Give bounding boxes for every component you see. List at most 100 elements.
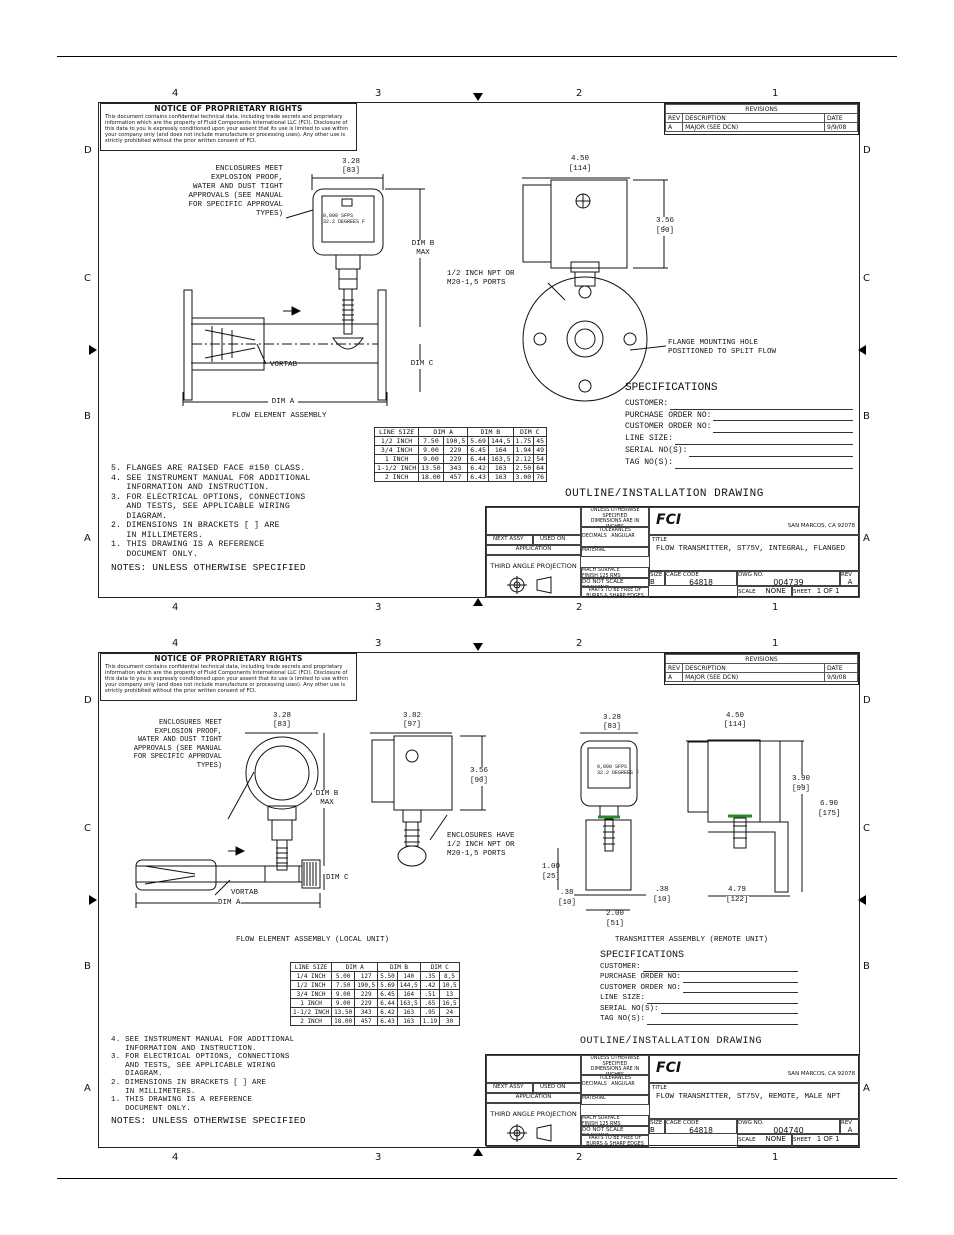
dim-a-label: DIM A xyxy=(268,398,298,407)
note-4: 4. SEE INSTRUMENT MANUAL FOR ADDITIONAL … xyxy=(111,1036,295,1053)
tb-company: FCI SAN MARCOS, CA 92078 xyxy=(649,507,860,535)
spec-serial: SERIAL NO(S): xyxy=(625,445,688,455)
spec-ls-blank xyxy=(675,436,853,445)
scale-label: SCALE xyxy=(738,1137,756,1143)
dim-2-00: 2.00 xyxy=(606,910,625,918)
zone-bottom-1: 1 xyxy=(772,602,779,613)
spec-serial: SERIAL NO(S): xyxy=(600,1004,659,1013)
vortab-label: VORTAB xyxy=(231,889,259,897)
zone-bottom-1: 1 xyxy=(772,1152,779,1163)
zone-right-c: C xyxy=(863,273,870,284)
dim-3-56: 3.56 xyxy=(467,767,491,776)
tb-tolerances-note: UNLESS OTHERWISE SPECIFIED DIMENSIONS AR… xyxy=(581,507,649,527)
outline-title-2: OUTLINE/INSTALLATION DRAWING xyxy=(580,1036,763,1047)
spec-purchase-order: PURCHASE ORDER NO: xyxy=(600,973,682,981)
sheet-1-linework xyxy=(182,174,668,406)
zone-left-b: B xyxy=(84,411,91,422)
zone-top-4: 4 xyxy=(172,88,179,99)
title-label: TITLE xyxy=(652,1085,667,1091)
scale-value: NONE xyxy=(765,587,786,595)
table-header: DIM B xyxy=(377,962,421,972)
dwg-label: DWG NO. xyxy=(738,1120,764,1126)
spec-serial-blank xyxy=(660,1005,798,1014)
tb-title: TITLE FLOW TRANSMITTER, ST75V, INTEGRAL,… xyxy=(649,535,860,571)
spec-tag-blank xyxy=(647,1016,798,1025)
zone-top-3: 3 xyxy=(375,88,382,99)
size-value: B xyxy=(650,578,655,586)
tb-next-assy: NEXT ASSY xyxy=(486,535,533,545)
outline-title-1: OUTLINE/INSTALLATION DRAWING xyxy=(565,488,764,500)
page-top-rule xyxy=(57,56,897,57)
zone-left-a: A xyxy=(84,533,91,544)
spec-co-blank xyxy=(713,424,853,434)
zone-bottom-4: 4 xyxy=(172,1152,179,1163)
projection-label: THIRD ANGLE PROJECTION xyxy=(490,1110,577,1118)
spec-purchase-order: PURCHASE ORDER NO: xyxy=(625,410,712,420)
title-label: TITLE xyxy=(652,537,667,543)
zone-top-1: 1 xyxy=(772,638,779,649)
spec-co-blank xyxy=(683,984,798,993)
note-1: 1. THIS DRAWING IS A REFERENCE DOCUMENT … xyxy=(111,540,265,559)
spec-po-blank xyxy=(683,974,798,983)
enclosure-note: ENCLOSURES MEET EXPLOSION PROOF, WATER A… xyxy=(133,719,222,770)
spec-customer: CUSTOMER: xyxy=(625,398,669,408)
tb-finish: MACH SURFACE FINISH 125 RMS xyxy=(581,567,649,578)
tb-dwg: DWG NO. 004740 xyxy=(737,1119,840,1134)
spec-customer-order: CUSTOMER ORDER NO: xyxy=(600,983,682,992)
dim-4-79: 4.79 xyxy=(728,886,747,895)
projection-symbol-icon xyxy=(507,576,552,594)
cage-label: CAGE CODE xyxy=(666,1120,699,1126)
rev-date: 9/9/08 xyxy=(824,122,858,132)
center-arrow-bottom xyxy=(473,1148,483,1156)
tb-blank xyxy=(486,1055,581,1083)
flange-mounting-note: FLANGE MOUNTING HOLE POSITIONED TO SPLIT… xyxy=(668,339,777,356)
table-header: DIM C xyxy=(419,962,460,972)
zone-bottom-3: 3 xyxy=(375,1152,382,1163)
cage-value: 64818 xyxy=(689,1126,713,1134)
dim-3-82: 3.82 xyxy=(402,712,421,720)
zone-left-d: D xyxy=(84,145,92,156)
sheet-value: 1 OF 1 xyxy=(816,1135,840,1143)
cage-label: CAGE CODE xyxy=(666,572,699,578)
notes-block-2: 4. SEE INSTRUMENT MANUAL FOR ADDITIONAL … xyxy=(111,1036,371,1126)
zone-top-3: 3 xyxy=(375,638,382,649)
tb-projection: THIRD ANGLE PROJECTION xyxy=(486,555,581,598)
tolerances-label: TOLERANCES xyxy=(599,528,631,533)
title-block-1: NEXT ASSY USED ON APPLICATION THIRD ANGL… xyxy=(485,506,860,598)
specifications-block-2: SPECIFICATIONS CUSTOMER: PURCHASE ORDER … xyxy=(600,950,798,1025)
projection-label: THIRD ANGLE PROJECTION xyxy=(490,562,577,570)
zone-bottom-3: 3 xyxy=(375,602,382,613)
zone-top-2: 2 xyxy=(576,638,583,649)
dwg-number: 004740 xyxy=(773,1126,804,1134)
tb-material: MATERIAL xyxy=(581,1095,649,1105)
rev-label: REV xyxy=(841,1120,853,1126)
tb-parts-note: PARTS TO BE FREE OF BURRS & SHARP EDGES xyxy=(581,1135,649,1147)
center-arrow-top xyxy=(473,93,483,101)
dim-b-label: DIM B MAX xyxy=(312,790,342,808)
sheet-2-linework xyxy=(135,732,804,911)
spec-serial-blank xyxy=(689,448,853,457)
note-5: 5. FLANGES ARE RAISED FACE #150 CLASS. xyxy=(111,464,306,473)
notes-block-1: 5. FLANGES ARE RAISED FACE #150 CLASS. 4… xyxy=(111,464,371,573)
sheet-value: 1 OF 1 xyxy=(816,587,840,595)
dim-1-00-mm: [25] xyxy=(542,873,561,881)
dim-3-28: 3.28 xyxy=(341,158,360,166)
rev-label: REV xyxy=(841,572,853,578)
tb-sheet: SHEET 1 OF 1 xyxy=(792,1134,860,1147)
dim-3-28: 3.28 xyxy=(272,712,291,720)
center-arrow-left xyxy=(89,895,97,905)
sheet-label: SHEET xyxy=(793,1137,811,1143)
dim-1-00: 1.00 xyxy=(542,863,561,871)
tb-projection: THIRD ANGLE PROJECTION xyxy=(486,1103,581,1147)
dim-3-28-remote-mm: [83] xyxy=(602,723,621,731)
title-block-2: NEXT ASSY USED ON APPLICATION THIRD ANGL… xyxy=(485,1054,860,1147)
specifications-heading: SPECIFICATIONS xyxy=(625,382,718,394)
